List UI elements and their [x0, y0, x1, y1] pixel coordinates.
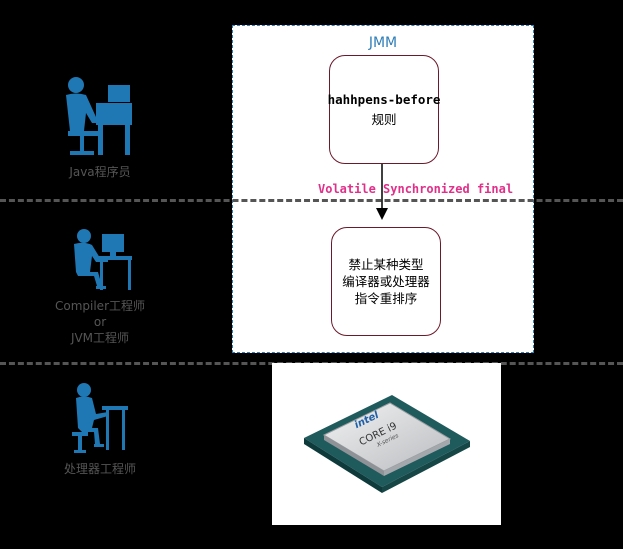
happens-before-subtitle: 规则: [371, 111, 397, 127]
reorder-box: 禁止某种类型 编译器或处理器 指令重排序: [331, 227, 441, 336]
compiler-engineer-icon: [74, 229, 132, 290]
processor-engineer-icon: [72, 383, 128, 453]
java-programmer-label: Java程序员: [69, 165, 131, 179]
cpu-image-panel: intel CORE i9 X-series: [272, 363, 501, 525]
happens-before-title: hahhpens-before: [327, 91, 441, 107]
reorder-line-2: 编译器或处理器: [342, 274, 430, 289]
reorder-line-3: 指令重排序: [354, 291, 418, 306]
keywords-label: Volatile Synchronized final: [318, 182, 514, 196]
divider-top: [0, 199, 623, 202]
compiler-label-line-1: Compiler工程师: [54, 299, 145, 313]
reorder-line-1: 禁止某种类型: [348, 257, 424, 272]
compiler-label-line-2: or: [93, 315, 107, 329]
compiler-engineer-label: Compiler工程师 or JVM工程师: [30, 298, 170, 346]
java-programmer-icon: [66, 77, 132, 155]
processor-engineer-label: 处理器工程师: [63, 462, 136, 476]
happens-before-box: hahhpens-before 规则: [327, 55, 441, 164]
compiler-label-line-3: JVM工程师: [70, 331, 130, 345]
cpu-chip-icon: [304, 395, 470, 493]
jmm-title: JMM: [368, 35, 398, 51]
